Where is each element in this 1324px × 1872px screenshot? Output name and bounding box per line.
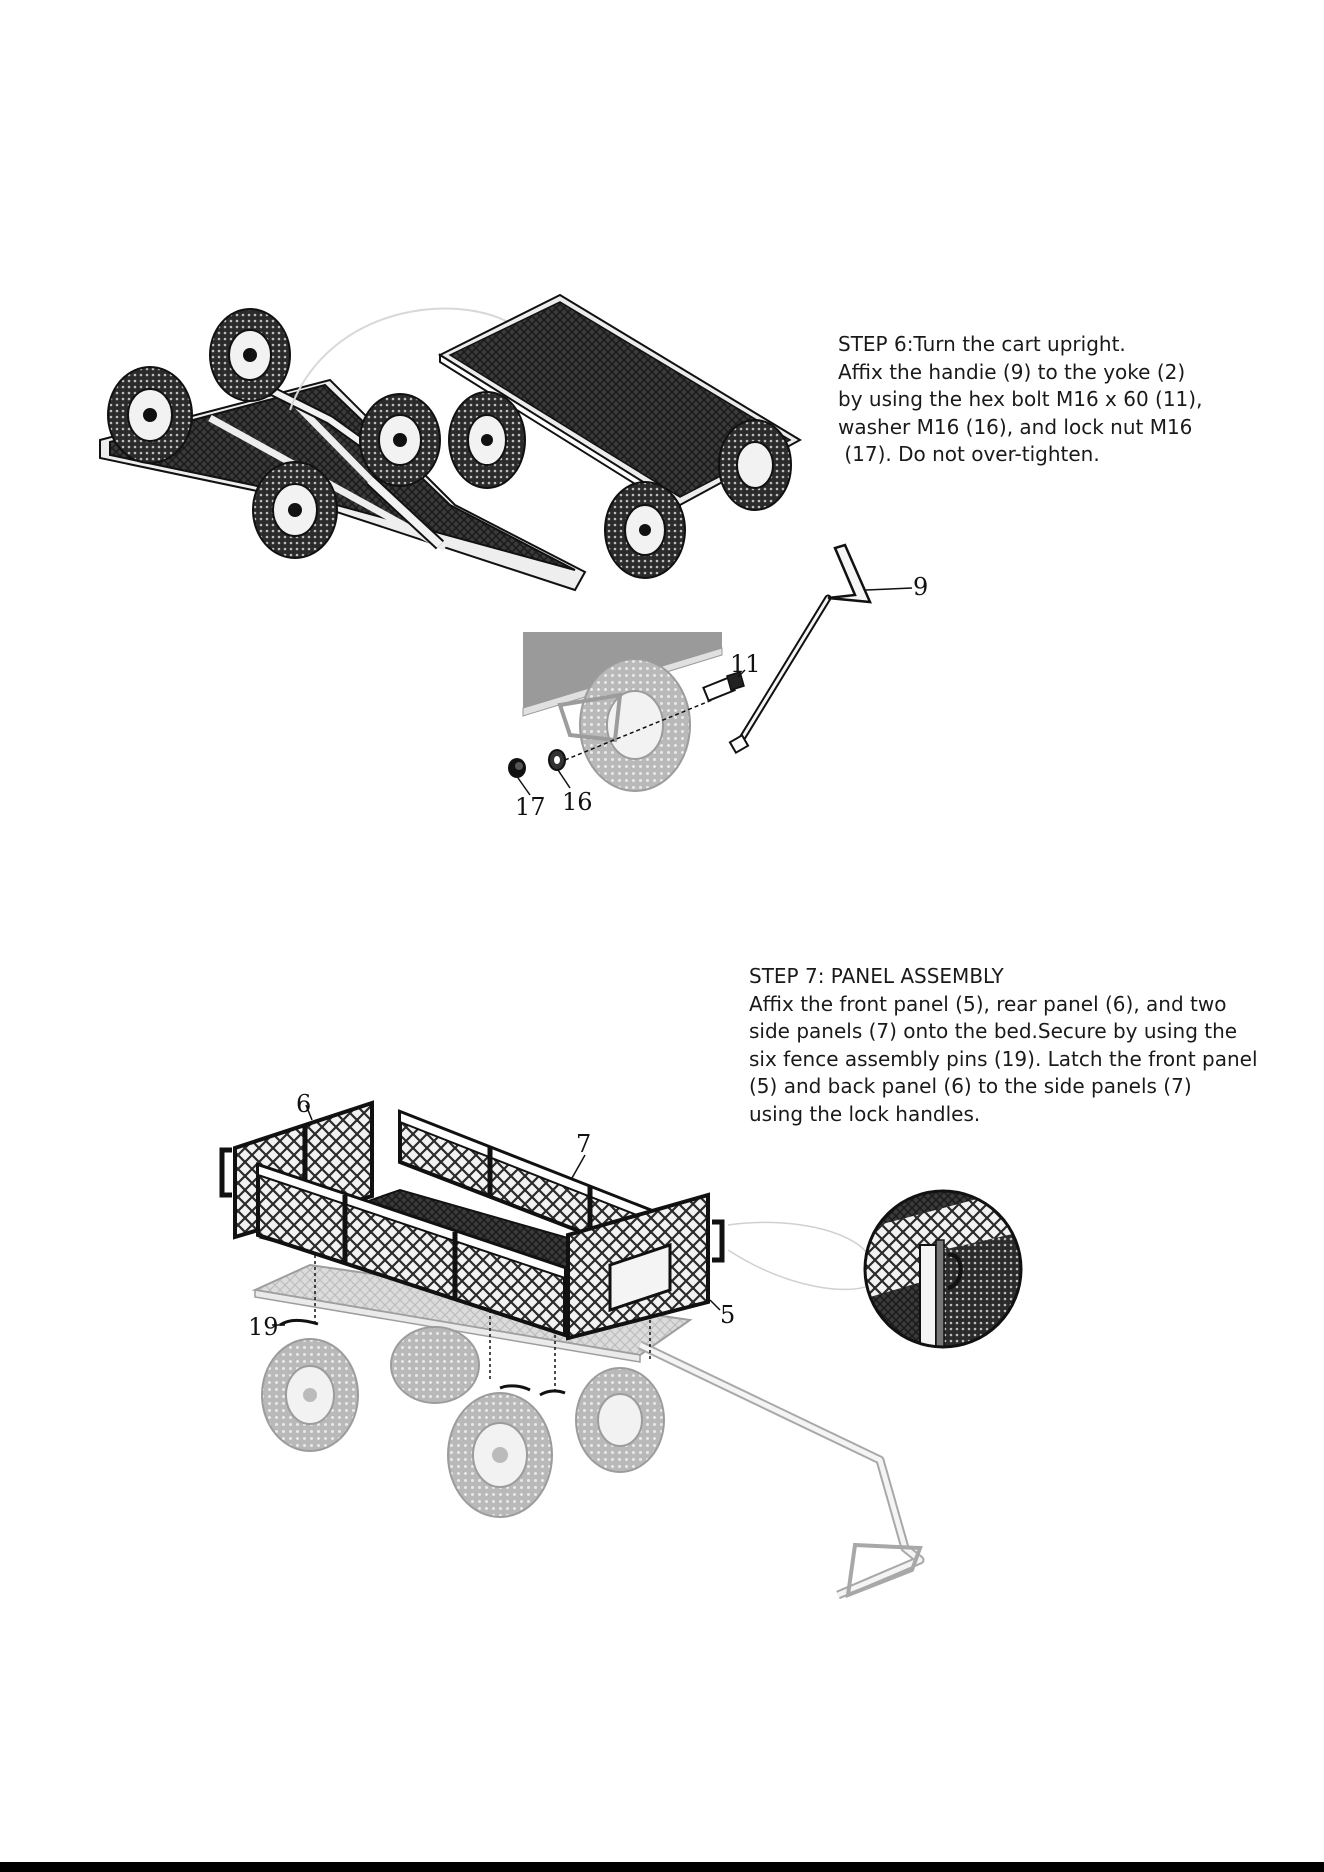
wheel (604, 481, 686, 579)
callout-nut-17: 17 (515, 793, 546, 821)
callout-handle-9: 9 (913, 573, 928, 601)
wheel (209, 308, 291, 402)
step7-line-4: six fence assembly pins (19). Latch the … (749, 1046, 1258, 1071)
wheel (359, 393, 441, 487)
callout-front-panel-5: 5 (720, 1301, 735, 1329)
wheel (447, 1392, 553, 1518)
callout-rear-panel-6: 6 (296, 1090, 311, 1118)
handle-detail-illustration (508, 543, 913, 796)
wheel (448, 391, 526, 489)
step6-line-5: (17). Do not over-tighten. (838, 442, 1100, 466)
zoom-connector (727, 1249, 871, 1291)
step7-line-2: Affix the front panel (5), rear panel (6… (749, 991, 1227, 1016)
step7-line-5: (5) and back panel (6) to the side panel… (749, 1074, 1192, 1098)
step6-line-1: STEP 6:Turn the cart upright. (838, 332, 1126, 356)
hex-bolt (702, 671, 745, 703)
wheel (107, 366, 193, 464)
callout-washer-16: 16 (562, 788, 593, 816)
rotate-arrow (289, 307, 521, 411)
step6-instructions: STEP 6:Turn the cart upright. Affix the … (838, 331, 1202, 469)
step6-line-3: by using the hex bolt M16 x 60 (11), (838, 387, 1203, 411)
washer (548, 749, 566, 771)
callout-side-panel-7: 7 (576, 1130, 591, 1158)
wheel (718, 419, 792, 511)
upside-down-cart-illustration (99, 308, 587, 592)
wheel (252, 461, 338, 559)
step7-instructions: STEP 7: PANEL ASSEMBLY Affix the front p… (749, 963, 1258, 1128)
wheel (575, 1367, 665, 1473)
panel-assembly-illustration (219, 1100, 925, 1600)
upright-cart-illustration (437, 293, 803, 579)
callout-bolt-11: 11 (730, 650, 761, 678)
step7-line-6: using the lock handles. (749, 1101, 981, 1126)
step7-line-3: side panels (7) onto the bed.Secure by u… (749, 1019, 1238, 1043)
page-bottom-border (0, 1862, 1324, 1872)
step6-line-2: Affix the handie (9) to the yoke (2) (838, 359, 1186, 384)
callout-pin-19: 19 (248, 1313, 279, 1341)
zoom-connector (727, 1221, 871, 1259)
latch-detail-circle (863, 1189, 1023, 1349)
wheel (261, 1338, 359, 1452)
lock-nut (508, 758, 526, 778)
step7-line-1: STEP 7: PANEL ASSEMBLY (749, 964, 1004, 988)
wheel (390, 1326, 480, 1404)
step6-line-4: washer M16 (16), and lock nut M16 (838, 414, 1193, 439)
